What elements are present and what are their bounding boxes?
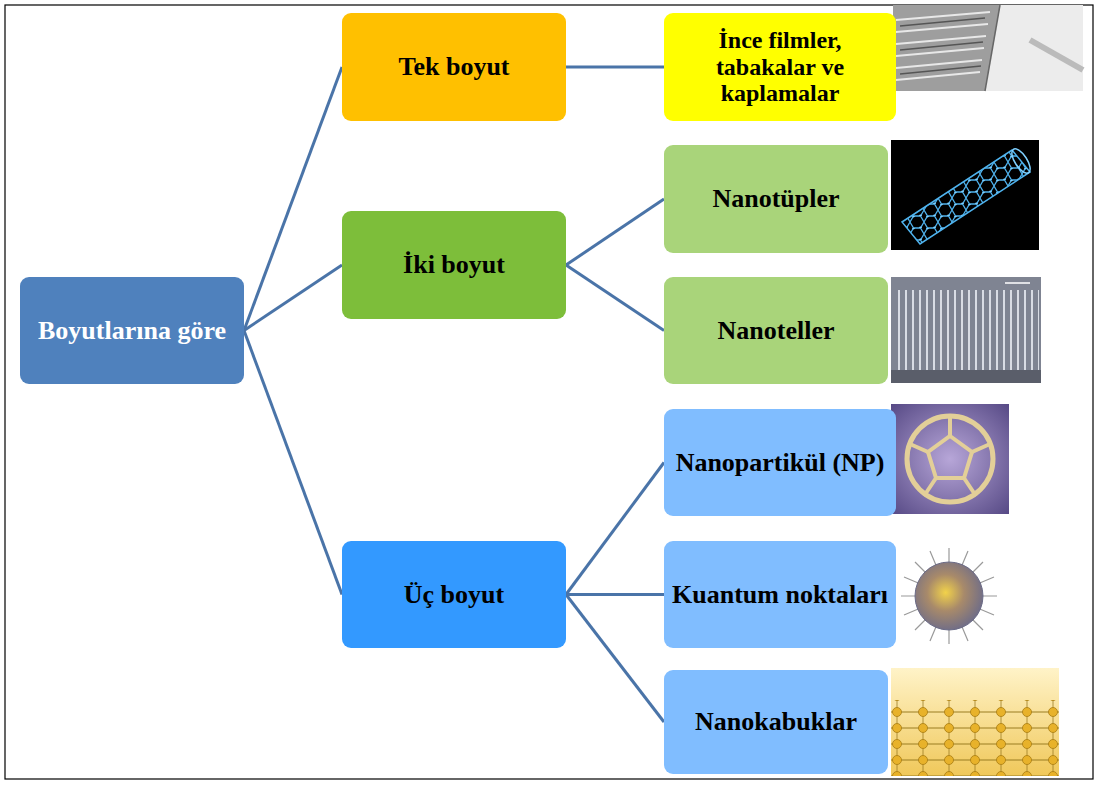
branch-line: [566, 199, 664, 265]
node-label: Kuantum noktaları: [664, 580, 896, 609]
node-label: İki boyut: [395, 250, 513, 279]
nanoshell-picture: [891, 668, 1059, 776]
root-box: Boyutlarına göre: [20, 277, 244, 384]
branch-line: [244, 265, 342, 331]
leaf-box: Nanokabuklar: [664, 670, 888, 774]
fullerene-picture: [891, 404, 1009, 514]
category-box: Üç boyut: [342, 541, 566, 648]
category-box: İki boyut: [342, 211, 566, 319]
leaf-box: İnce filmler, tabakalar ve kaplamalar: [664, 13, 896, 121]
leaf-box: Kuantum noktaları: [664, 541, 896, 648]
leaf-box: Nanotüpler: [664, 145, 888, 253]
node-label: Nanoteller: [710, 316, 843, 345]
node-label: Nanokabuklar: [687, 707, 865, 736]
category-box: Tek boyut: [342, 13, 566, 121]
outer-frame: [5, 5, 1093, 779]
leaf-box: Nanopartikül (NP): [664, 409, 896, 516]
branch-line: [566, 265, 664, 331]
node-label: Üç boyut: [396, 580, 512, 609]
nanowire-picture: [891, 277, 1041, 383]
branch-line: [566, 593, 664, 596]
thin-film-picture: [893, 5, 1083, 91]
branch-line: [566, 463, 664, 595]
node-label: Tek boyut: [390, 52, 517, 81]
branch-line: [566, 595, 664, 723]
quantum-dot-picture: [891, 540, 1008, 651]
node-label: Boyutlarına göre: [30, 316, 234, 345]
node-label: Nanopartikül (NP): [668, 448, 893, 477]
leaf-box: Nanoteller: [664, 277, 888, 384]
branch-line: [244, 331, 342, 595]
branch-line: [566, 66, 664, 69]
branch-line: [244, 67, 342, 331]
node-label: Nanotüpler: [704, 184, 847, 213]
nanotube-picture: [891, 140, 1039, 250]
node-label: İnce filmler, tabakalar ve kaplamalar: [664, 27, 896, 108]
